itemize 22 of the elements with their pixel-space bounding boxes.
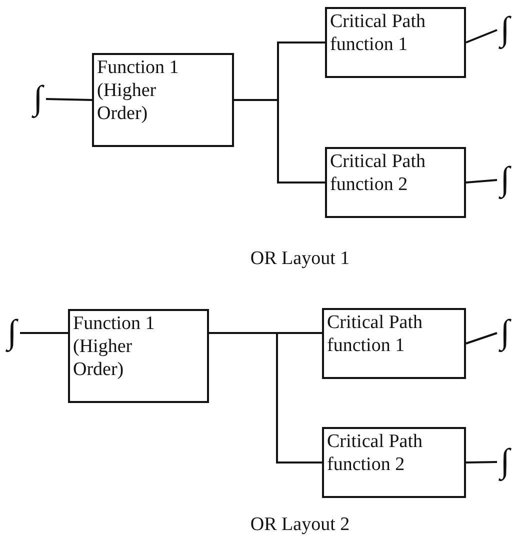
integral-symbol: ∫: [497, 160, 513, 200]
connector-line: [209, 332, 322, 464]
connector-line: [466, 461, 498, 464]
connector-line: [20, 332, 68, 334]
integral-symbol: ∫: [497, 313, 513, 353]
connector-line: [466, 29, 498, 44]
function-box: Critical Path function 2: [325, 147, 466, 218]
layout-caption: OR Layout 2: [250, 514, 350, 536]
function-box: Function 1 (Higher Order): [92, 53, 234, 147]
function-box: Critical Path function 1: [322, 308, 466, 379]
layout-caption: OR Layout 1: [250, 248, 350, 270]
function-box: Function 1 (Higher Order): [68, 309, 209, 403]
connector-line: [46, 98, 92, 101]
connector-line: [466, 179, 498, 184]
connector-line: [234, 99, 325, 184]
connector-line: [466, 332, 498, 344]
integral-symbol: ∫: [497, 442, 513, 482]
function-box: Critical Path function 1: [325, 7, 466, 78]
integral-symbol: ∫: [497, 10, 513, 50]
integral-symbol: ∫: [30, 79, 46, 119]
integral-symbol: ∫: [4, 313, 20, 353]
function-box: Critical Path function 2: [322, 427, 466, 498]
